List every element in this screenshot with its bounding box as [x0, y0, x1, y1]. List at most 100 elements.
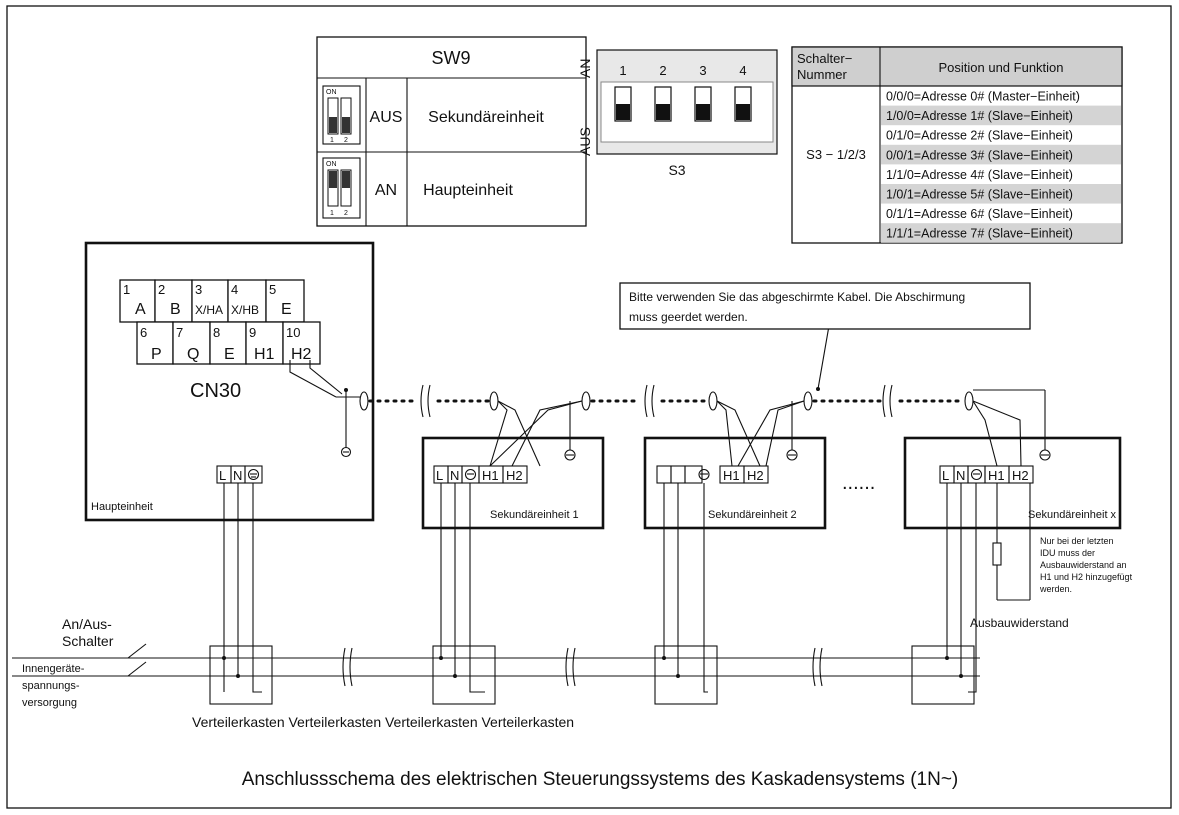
svg-text:H1: H1 — [723, 468, 740, 483]
s3-side-off: AUS — [577, 127, 593, 156]
svg-text:H2: H2 — [747, 468, 764, 483]
s3-switch-lever — [616, 104, 630, 120]
svg-text:6: 6 — [140, 325, 147, 340]
sw9-dip-switch-off-icon: ON 1 2 — [322, 85, 361, 145]
table-row: 1/0/0=Adresse 1# (Slave−Einheit) — [886, 109, 1073, 123]
cn30-terminal-6: 6P — [136, 321, 174, 365]
s3-switch-lever — [736, 104, 750, 120]
main-unit-label: Haupteinheit — [91, 501, 153, 513]
cn30-terminal-3: 3X/HA — [191, 279, 229, 323]
sw9-table: SW9 AUS Sekundäreinheit AN Haupteinheit … — [316, 36, 587, 227]
secondary-unit-2-label: Sekundäreinheit 2 — [708, 509, 797, 521]
svg-text:2: 2 — [344, 210, 348, 217]
secondary-unit-x: Sekundäreinheit x L N H1 H2 Nur bei der … — [903, 389, 1133, 630]
power-distribution: An/Aus- Schalter Innengeräte- spannungs-… — [12, 483, 980, 730]
distribution-box — [911, 645, 975, 705]
sw9-state-on: AN — [375, 182, 397, 199]
svg-text:9: 9 — [249, 325, 256, 340]
svg-text:H1: H1 — [482, 468, 499, 483]
distribution-box — [432, 645, 496, 705]
svg-text:3: 3 — [195, 282, 202, 297]
svg-text:Q: Q — [187, 346, 199, 363]
power-supply-label-line1: Innengeräte- — [22, 663, 85, 675]
resistor-note-line2: IDU muss der — [1040, 548, 1095, 558]
cn30-terminal-4: 4X/HB — [227, 279, 267, 323]
table-row: 0/1/0=Adresse 2# (Slave−Einheit) — [886, 129, 1073, 143]
cn30-label: CN30 — [190, 380, 241, 402]
svg-text:10: 10 — [286, 325, 300, 340]
svg-text:8: 8 — [213, 325, 220, 340]
resistor-note-line3: Ausbauwiderstand an — [1040, 560, 1127, 570]
distribution-box — [209, 645, 273, 705]
svg-text:N: N — [956, 468, 965, 483]
cn30-terminal-5: 5E — [265, 279, 305, 323]
cn30-terminal-9: 9H1 — [245, 321, 284, 365]
s3-switch-number: 4 — [739, 63, 746, 78]
table-row: 1/1/1=Adresse 7# (Slave−Einheit) — [886, 227, 1073, 241]
secondary-unit-2-terminal: H1 H2 — [656, 465, 769, 484]
svg-text:2: 2 — [158, 282, 165, 297]
svg-text:E: E — [224, 346, 235, 363]
cable-note-line2: muss geerdet werden. — [629, 310, 748, 324]
ellipsis-more-units: ...... — [842, 472, 875, 494]
ground-icon — [970, 468, 983, 481]
distribution-box — [654, 645, 718, 705]
svg-text:1: 1 — [123, 282, 130, 297]
table-row: 0/0/0=Adresse 0# (Master−Einheit) — [886, 90, 1080, 104]
power-switch-label-line1: An/Aus- — [62, 616, 112, 632]
resistor-label: Ausbauwiderstand — [970, 616, 1069, 630]
cn30-terminal-7: 7Q — [172, 321, 211, 365]
svg-text:E: E — [281, 301, 292, 318]
sw9-function-main: Haupteinheit — [423, 182, 513, 199]
main-unit: Haupteinheit 1A2B3X/HA4X/HB5E6P7Q8E9H110… — [84, 241, 375, 522]
ground-icon — [247, 468, 260, 481]
svg-text:X/HB: X/HB — [231, 303, 259, 317]
svg-text:H1: H1 — [988, 468, 1005, 483]
svg-text:N: N — [233, 468, 242, 483]
svg-text:N: N — [450, 468, 459, 483]
table-header-number-line1: Schalter− — [797, 51, 852, 66]
svg-text:5: 5 — [269, 282, 276, 297]
svg-text:2: 2 — [344, 137, 348, 144]
sw9-state-off: AUS — [370, 109, 403, 126]
cable-note: Bitte verwenden Sie das abgeschirmte Kab… — [619, 282, 1031, 330]
secondary-unit-x-label: Sekundäreinheit x — [1028, 509, 1117, 521]
svg-text:H2: H2 — [291, 346, 312, 363]
on-off-switch-icon — [127, 643, 147, 659]
svg-text:H2: H2 — [506, 468, 523, 483]
diagram-caption: Anschlussschema des elektrischen Steueru… — [242, 769, 959, 790]
table-row: 0/0/1=Adresse 3# (Slave−Einheit) — [886, 148, 1073, 162]
s3-switch-number: 2 — [659, 63, 666, 78]
svg-text:1: 1 — [330, 210, 334, 217]
switch-function-table: Schalter− Nummer Position und Funktion S… — [791, 46, 1123, 244]
svg-text:4: 4 — [231, 282, 238, 297]
table-header-function: Position und Funktion — [938, 60, 1063, 75]
secondary-unit-1-label: Sekundäreinheit 1 — [490, 509, 579, 521]
svg-text:A: A — [135, 301, 146, 318]
svg-text:1: 1 — [330, 137, 334, 144]
svg-text:P: P — [151, 346, 162, 363]
secondary-unit-1-terminal: L N H1 H2 — [433, 465, 528, 484]
cn30-terminal-2: 2B — [154, 279, 193, 323]
sw9-title: SW9 — [431, 48, 470, 68]
s3-switch-lever — [656, 104, 670, 120]
secondary-unit-1: Sekundäreinheit 1 L N H1 H2 — [421, 400, 605, 530]
svg-text:ON: ON — [326, 161, 337, 168]
sw9-dip-switch-on-icon: ON 1 2 — [322, 157, 361, 219]
ground-icon — [698, 468, 710, 481]
sw9-function-secondary: Sekundäreinheit — [428, 109, 544, 126]
table-switch-name: S3 − 1/2/3 — [806, 147, 866, 162]
s3-side-on: AN — [577, 59, 593, 78]
svg-text:ON: ON — [326, 89, 337, 96]
ground-icon — [464, 468, 477, 481]
svg-text:L: L — [219, 468, 226, 483]
cable-note-line1: Bitte verwenden Sie das abgeschirmte Kab… — [629, 290, 965, 304]
resistor-note-line1: Nur bei der letzten — [1040, 536, 1114, 546]
s3-label: S3 — [668, 162, 685, 178]
table-row: 1/1/0=Adresse 4# (Slave−Einheit) — [886, 168, 1073, 182]
s3-switch-lever — [696, 104, 710, 120]
cn30-terminal-8: 8E — [209, 321, 247, 365]
